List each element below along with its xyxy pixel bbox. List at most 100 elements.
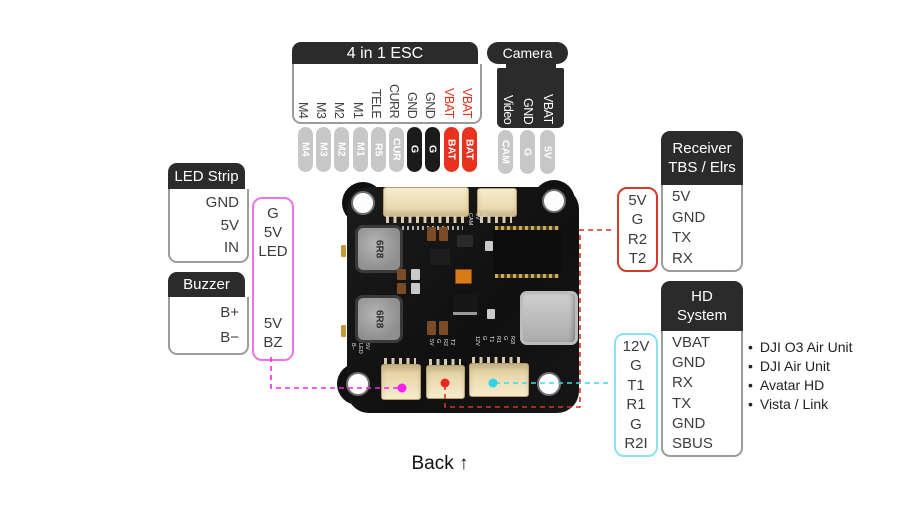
regulator — [453, 294, 477, 315]
resistor — [411, 269, 420, 280]
hd-pin: TX — [672, 394, 692, 412]
esc-pin-col: M3 — [312, 66, 330, 118]
camera-pad-5v: 5V — [540, 130, 555, 174]
esc-connector-pins — [386, 216, 464, 223]
capacitor — [439, 227, 448, 241]
capacitor — [427, 321, 436, 335]
esc-pin-col: CURR — [385, 66, 403, 118]
pad-label: R2I — [624, 435, 648, 453]
camera-pin-col: VBAT — [537, 72, 559, 124]
esc-pin-label: GND — [423, 91, 437, 118]
esc-pin-col: VBAT — [458, 66, 476, 118]
esc-pin-label-vbat: VBAT — [460, 88, 474, 118]
led-connector-pins — [384, 358, 416, 365]
esc-pin-col: GND — [403, 66, 421, 118]
esc-pin-label: M4 — [296, 101, 310, 118]
hd-pin: VBAT — [672, 334, 711, 352]
mount-hole — [537, 372, 561, 396]
hd-title: HD — [691, 288, 713, 305]
esc-pin-label: CURR — [387, 83, 401, 118]
led-buzzer-connector — [381, 364, 421, 400]
bullet-icon: • — [748, 395, 753, 412]
resistor — [411, 283, 420, 294]
buzzer-title: Buzzer — [183, 276, 230, 293]
esc-title: 4 in 1 ESC — [346, 44, 424, 62]
led-strip-title: LED Strip — [174, 167, 239, 185]
receiver-pin: GND — [672, 208, 706, 226]
receiver-connector — [426, 365, 465, 399]
hd-pin: SBUS — [672, 434, 713, 452]
led-buzzer-pad-box: G 5V LED 5V BZ — [252, 197, 294, 361]
resistor — [485, 241, 493, 251]
esc-pin-label: M1 — [351, 101, 365, 118]
capacitor — [397, 283, 406, 294]
esc-pin-label: GND — [405, 91, 419, 118]
hd-subtitle: System — [676, 307, 727, 324]
pad-label: 12V — [622, 337, 650, 355]
inductor: 6R8 — [355, 225, 403, 273]
usb-c-port — [520, 291, 578, 345]
hd-pin: GND — [672, 414, 706, 432]
receiver-pin: 5V — [672, 188, 691, 206]
esc-pad-m4: M4 — [298, 127, 313, 172]
small-ic — [430, 249, 450, 265]
camera-connector — [477, 188, 517, 217]
ic-pins — [495, 226, 559, 230]
silkscreen-hd: 12V G T1 R1 G R2I — [474, 336, 515, 346]
buzzer-header: Buzzer — [168, 272, 245, 297]
bullet-icon: • — [748, 357, 753, 374]
esc-pin-label-vbat: VBAT — [442, 88, 456, 118]
led-pin: IN — [224, 238, 239, 256]
pad-label: R2 — [627, 230, 648, 248]
camera-neck — [506, 62, 556, 70]
camera-pad-g: G — [520, 130, 535, 174]
flight-controller-board: CAM 5V G 6R8 6R8 — [337, 179, 591, 427]
buzzer-pin: B+ — [220, 304, 239, 322]
silkscreen-uart2: 5V G R2 T2 — [428, 339, 455, 347]
silkscreen-cam: CAM 5V G — [467, 213, 487, 226]
camera-pad-cam: CAM — [498, 130, 513, 174]
receiver-subtitle: TBS / Elrs — [668, 159, 736, 176]
esc-pad-bat2: BAT — [462, 127, 477, 172]
esc-pin-label: TELE — [369, 88, 383, 118]
buzzer-pin: B− — [220, 328, 239, 346]
edge-pad — [341, 245, 346, 257]
pad-label: T1 — [627, 376, 645, 394]
led-pin: 5V — [220, 216, 239, 234]
capacitor — [397, 269, 406, 280]
hd-compat-item: • Vista / Link — [748, 395, 829, 412]
camera-pin-col: GND — [517, 72, 539, 124]
esc-pin-col: M2 — [330, 66, 348, 118]
edge-pad — [341, 325, 346, 337]
pad-label: T2 — [628, 250, 647, 268]
resistor — [487, 309, 495, 319]
hd-pins: VBAT GND RX TX GND SBUS — [661, 331, 743, 457]
hd-pin: GND — [672, 354, 706, 372]
esc-pin-col: GND — [421, 66, 439, 118]
hd-pin: RX — [672, 374, 693, 392]
esc-pad-m2: M2 — [334, 127, 349, 172]
ic-pins — [495, 274, 559, 278]
led-strip-header: LED Strip — [168, 163, 245, 189]
esc-pad-m1: M1 — [353, 127, 368, 172]
mount-hole — [351, 191, 375, 215]
receiver-pad-box: 5V G R2 T2 — [617, 187, 658, 272]
hd-compat-item: • Avatar HD — [748, 376, 825, 393]
camera-connector-pins — [480, 216, 512, 223]
pad-label: 5V — [263, 315, 283, 332]
esc-pin-col: M1 — [349, 66, 367, 118]
esc-connector — [383, 187, 469, 217]
camera-pin-col: Video — [497, 72, 519, 124]
back-side-label: Back ↑ — [411, 453, 469, 474]
esc-pad-g2: G — [425, 127, 440, 172]
camera-pin-label: GND — [521, 97, 535, 124]
esc-pin-col: TELE — [367, 66, 385, 118]
orange-component — [455, 269, 472, 284]
pad-label: 5V — [263, 224, 283, 241]
inductor: 6R8 — [355, 295, 403, 343]
esc-pad-cur: CUR — [389, 127, 404, 172]
buzzer-pins: B+ B− — [168, 297, 249, 355]
pad-label: G — [630, 357, 642, 375]
hd-compat-item: • DJI O3 Air Unit — [748, 338, 853, 355]
